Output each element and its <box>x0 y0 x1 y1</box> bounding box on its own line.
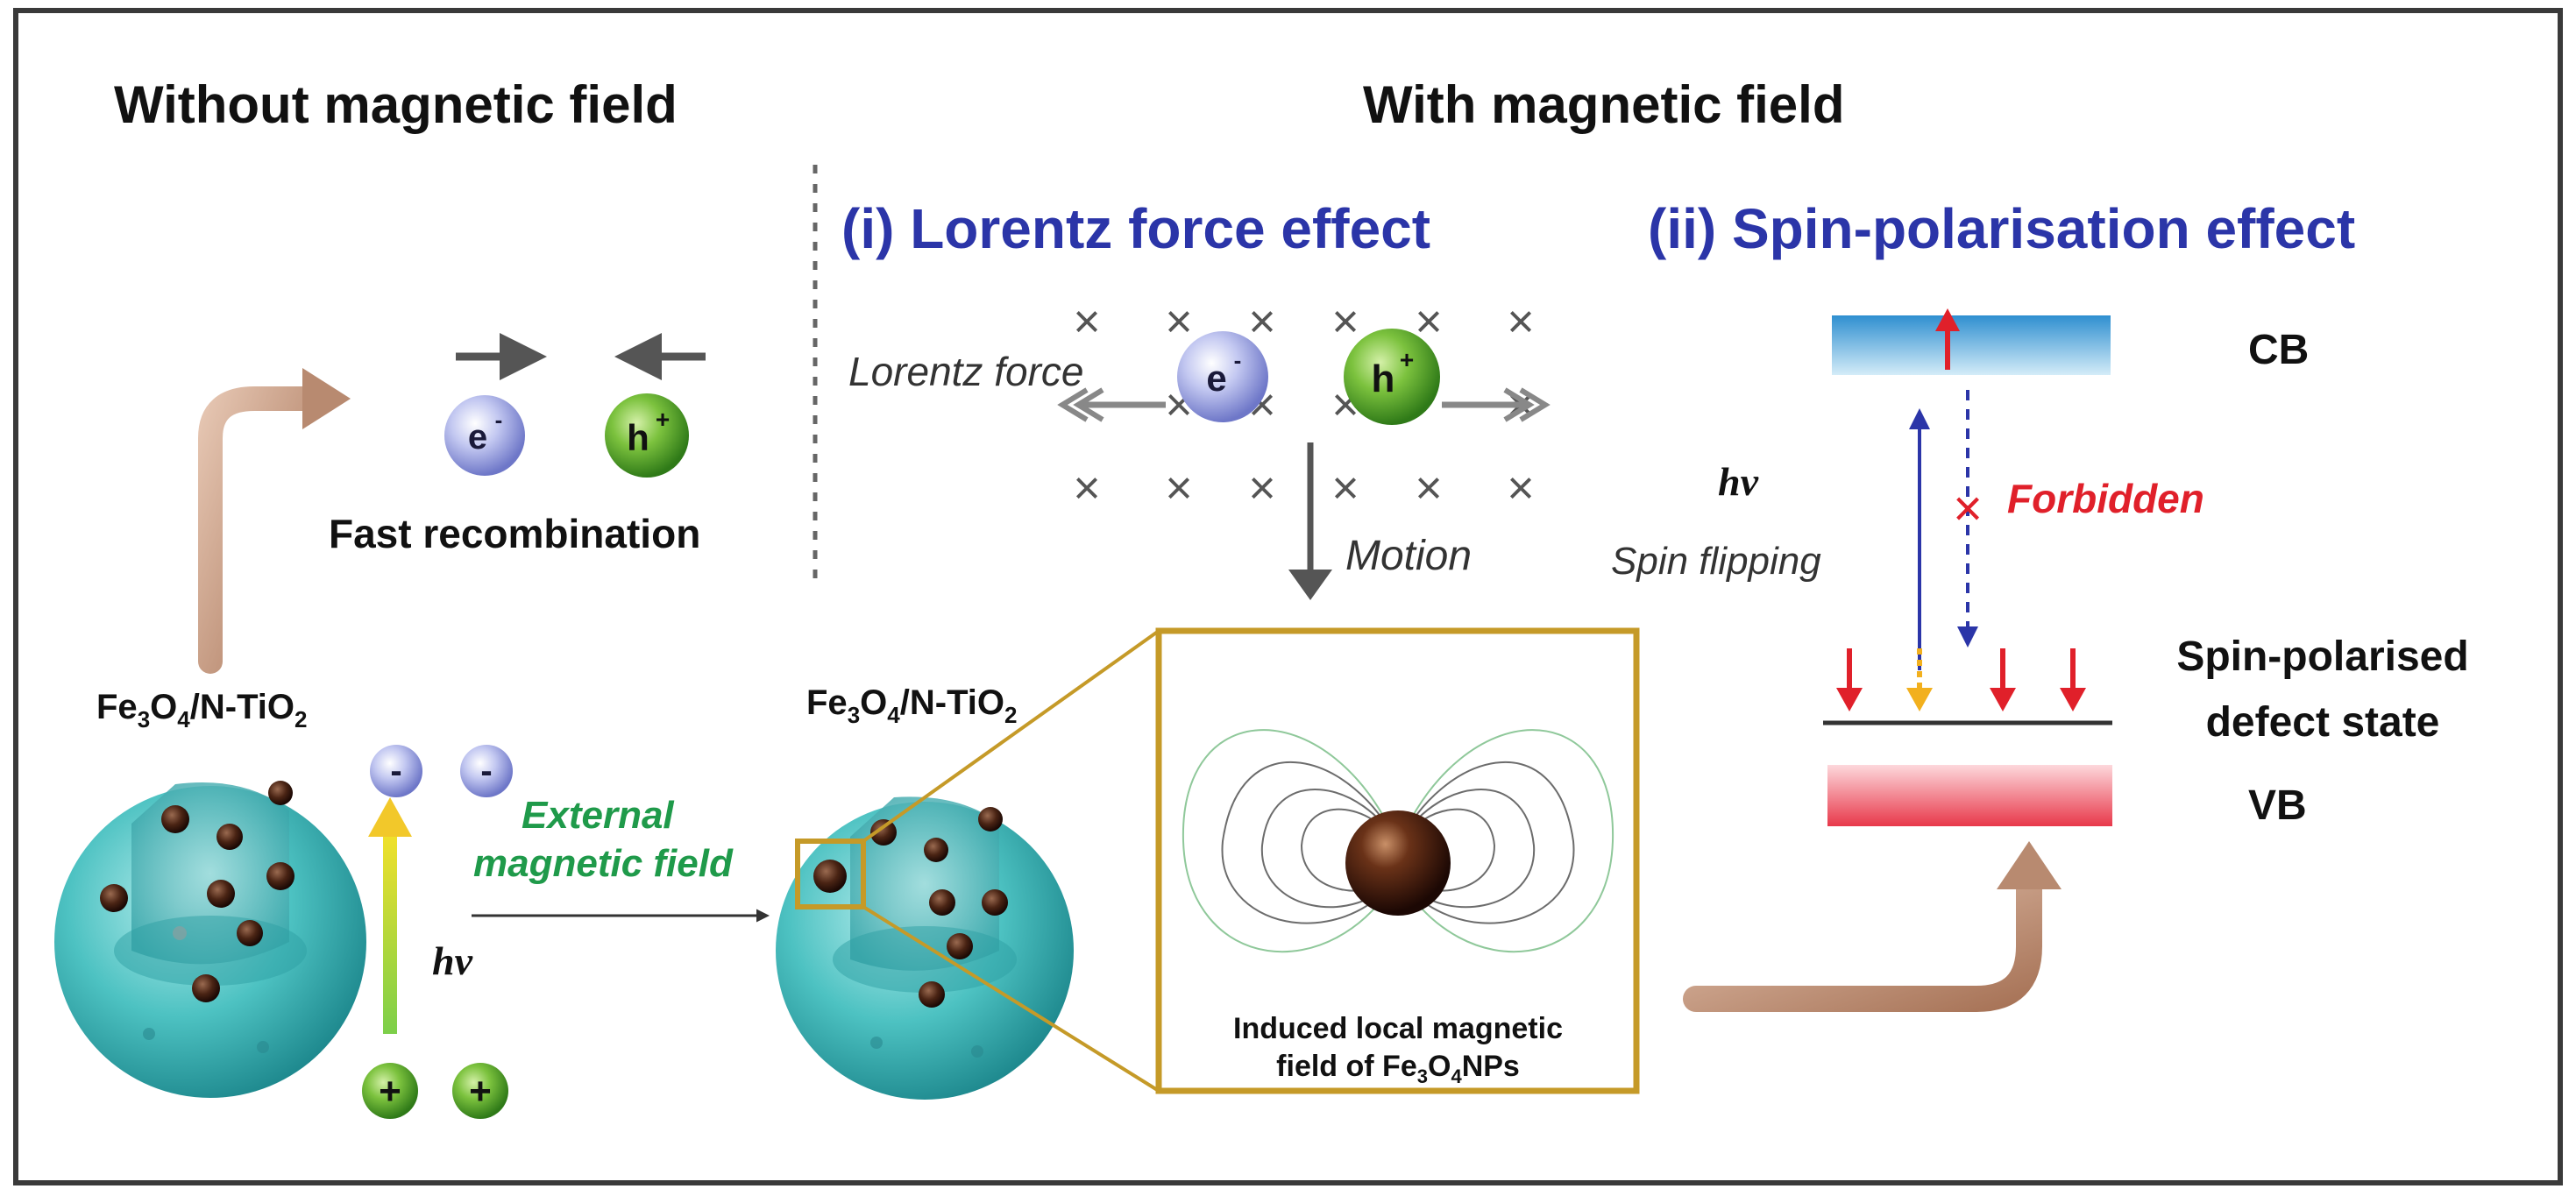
heading-lorentz-effect: (i) Lorentz force effect <box>841 197 1430 260</box>
heading-spin-effect: (ii) Spin-polarisation effect <box>1648 197 2355 260</box>
lorentz-force-label: Lorentz force <box>848 349 1083 394</box>
svg-text:-: - <box>480 752 492 790</box>
excitation-arrow-left <box>383 832 397 1034</box>
lorentz-arrow-left <box>1057 387 1166 422</box>
hv-label-right: hv <box>1718 459 1759 504</box>
svg-text:×: × <box>1507 462 1535 514</box>
forbidden-cross-icon: × <box>1953 480 1983 537</box>
svg-text:×: × <box>1165 295 1193 348</box>
heading-without-field: Without magnetic field <box>114 75 678 134</box>
composite-sphere-middle <box>776 796 1074 1100</box>
electron-label: e <box>468 418 487 456</box>
spin-flipping-label: Spin flipping <box>1611 540 1821 583</box>
cb-spin-arrow-head <box>1935 308 1960 331</box>
external-field-label-line2: magnetic field <box>473 842 734 885</box>
heading-with-field: With magnetic field <box>1363 75 1845 134</box>
hole-icon <box>605 393 689 478</box>
electron-label-lorentz: e <box>1206 357 1226 399</box>
positive-charge-icon-2: + <box>452 1063 508 1119</box>
defect-spin-arrows <box>1836 648 2086 711</box>
motion-arrow-head <box>1288 570 1332 600</box>
induced-field-label-line1: Induced local magnetic <box>1233 1012 1563 1045</box>
forbidden-label: Forbidden <box>2007 476 2204 521</box>
hole-charge: + <box>656 406 670 433</box>
hole-label: h <box>627 417 649 458</box>
cb-label: CB <box>2248 327 2309 373</box>
svg-text:×: × <box>1073 462 1101 514</box>
induced-field-label-line2: field of Fe3O4NPs <box>1276 1050 1520 1087</box>
defect-state-label-line2: defect state <box>2206 699 2440 746</box>
highlighted-nanoparticle <box>813 860 847 893</box>
hole-charge-lorentz: + <box>1400 346 1414 373</box>
electron-charge-lorentz: - <box>1234 347 1242 373</box>
zoom-line-top <box>862 629 1160 843</box>
zoom-line-bottom <box>862 905 1160 1093</box>
defect-state-label-line1: Spin-polarised <box>2176 633 2468 680</box>
hole-label-lorentz: h <box>1372 357 1395 400</box>
svg-text:×: × <box>1248 295 1276 348</box>
electron-charge: - <box>495 407 503 433</box>
negative-charge-icon-1: - <box>370 745 422 797</box>
fast-recombination-label: Fast recombination <box>329 511 700 556</box>
zoom-source-box <box>795 839 866 909</box>
excitation-arrow-head-left <box>368 797 412 837</box>
composite-label-middle: Fe3O4/N-TiO2 <box>806 683 1017 728</box>
svg-text:×: × <box>1415 462 1443 514</box>
svg-text:×: × <box>1073 295 1101 348</box>
svg-text:+: + <box>469 1070 492 1113</box>
svg-text:×: × <box>1331 462 1359 514</box>
composite-sphere-left <box>54 781 366 1098</box>
external-field-label-line1: External <box>522 794 674 837</box>
vb-label: VB <box>2248 782 2307 829</box>
positive-charge-icon-1: + <box>362 1063 418 1119</box>
svg-text:×: × <box>1165 462 1193 514</box>
composite-label-left: Fe3O4/N-TiO2 <box>96 688 307 732</box>
brown-curved-arrow-right <box>1683 872 2042 1012</box>
brown-arrow-head-left <box>302 368 351 429</box>
hole-icon-lorentz <box>1344 329 1440 425</box>
fe3o4-nanoparticle <box>1345 810 1451 916</box>
brown-curved-arrow-left <box>198 386 319 674</box>
electron-icon <box>444 395 525 476</box>
lorentz-arrow-right <box>1442 387 1551 422</box>
svg-text:×: × <box>1331 295 1359 348</box>
svg-text:×: × <box>1248 462 1276 514</box>
hv-label-left: hv <box>432 938 473 983</box>
svg-text:-: - <box>390 752 401 790</box>
electron-icon-lorentz <box>1177 331 1268 422</box>
brown-arrow-head-right <box>1997 841 2062 889</box>
motion-label: Motion <box>1345 533 1472 579</box>
conduction-band <box>1832 315 2111 375</box>
svg-text:×: × <box>1507 295 1535 348</box>
valence-band <box>1827 765 2112 826</box>
negative-charge-icon-2: - <box>460 745 513 797</box>
svg-text:+: + <box>379 1070 401 1113</box>
